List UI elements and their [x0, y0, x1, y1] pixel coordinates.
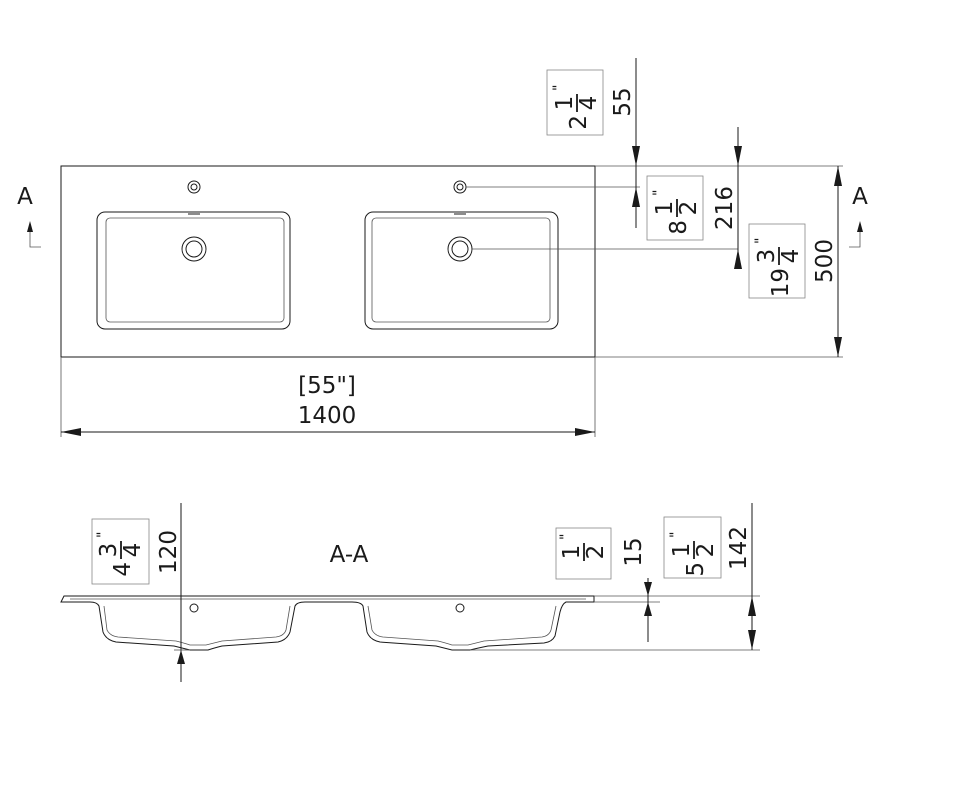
edge-offset-mm-label: 55 [610, 87, 636, 116]
slab-thickness-mm-label: 15 [621, 537, 647, 566]
section-title: A-A [330, 542, 369, 568]
tap-offset-inch-whole: 8 [666, 220, 692, 235]
right-basin-outer [364, 211, 559, 330]
right-tap-hole [453, 180, 467, 194]
tap-offset-inch-den: 2 [676, 201, 702, 216]
left-drain-inner [185, 240, 203, 258]
section-right-tap-hole [455, 603, 465, 613]
tap-offset-mm-label: 216 [712, 186, 738, 230]
left-drain-outer [181, 236, 207, 262]
overall-height-inch-whole: 5 [683, 562, 709, 577]
fraction-depth: 19 3 4 " [753, 238, 804, 298]
section-profile-outer [60, 595, 595, 651]
left-tap-hole [187, 180, 201, 194]
edge-offset-inch-num: 1 [552, 96, 578, 111]
tap-offset-inch-num: 1 [652, 201, 678, 216]
left-basin-outer [96, 211, 291, 330]
edge-offset-inch-quote: " [551, 85, 567, 91]
section-left-tap-hole [189, 603, 199, 613]
right-tap-hole-inner [456, 183, 464, 191]
tap-offset-inch-quote: " [651, 190, 667, 196]
width-inch-label: [55"] [298, 373, 356, 399]
right-drain-inner [451, 240, 469, 258]
section-view: A-A 120 15 142 [60, 503, 760, 682]
basin-depth-inch-num: 3 [96, 543, 122, 558]
depth-inch-whole: 19 [768, 268, 794, 297]
width-mm-label: 1400 [298, 403, 357, 429]
left-tap-hole-inner [190, 183, 198, 191]
tap-offset-inch-box [646, 175, 704, 241]
fraction-tap-offset: 8 1 2 " [651, 190, 702, 235]
left-basin-inner [105, 217, 285, 323]
slab-thickness-inch-den: 2 [583, 545, 609, 560]
depth-inch-quote: " [753, 238, 769, 244]
overall-height-mm-label: 142 [726, 526, 752, 570]
fraction-slab-thickness: 1 2 " [558, 534, 609, 561]
basin-depth-inch-box [91, 518, 150, 585]
depth-inch-num: 3 [754, 249, 780, 264]
overall-height-inch-quote: " [668, 532, 684, 538]
slab-thickness-inch-box [555, 527, 612, 580]
depth-inch-box [748, 223, 806, 299]
slab-thickness-inch-num: 1 [559, 545, 585, 560]
edge-offset-inch-den: 4 [576, 96, 602, 111]
overall-height-inch-box [663, 516, 722, 579]
section-marker-left: A [17, 184, 33, 210]
left-basin [96, 180, 291, 330]
right-basin-inner [371, 217, 551, 323]
right-basin [364, 180, 559, 330]
depth-inch-den: 4 [778, 249, 804, 264]
top-view: 1400 [55"] 500 216 55 A A [17, 58, 868, 437]
slab-thickness-inch-quote: " [558, 534, 574, 540]
depth-mm-label: 500 [812, 239, 838, 283]
fraction-basin-depth: 4 3 4 " [95, 532, 146, 577]
edge-offset-inch-box [546, 69, 604, 136]
edge-offset-inch-whole: 2 [566, 115, 592, 130]
basin-depth-inch-den: 4 [120, 543, 146, 558]
countertop-outline [60, 165, 596, 358]
overall-height-inch-num: 1 [669, 543, 695, 558]
basin-depth-inch-quote: " [95, 532, 111, 538]
fraction-edge-offset: 2 1 4 " [551, 85, 602, 130]
overall-height-inch-den: 2 [693, 543, 719, 558]
basin-depth-mm-label: 120 [156, 530, 182, 574]
fraction-overall-height: 5 1 2 " [668, 532, 719, 577]
basin-depth-inch-whole: 4 [110, 562, 136, 577]
section-marker-right: A [852, 184, 868, 210]
